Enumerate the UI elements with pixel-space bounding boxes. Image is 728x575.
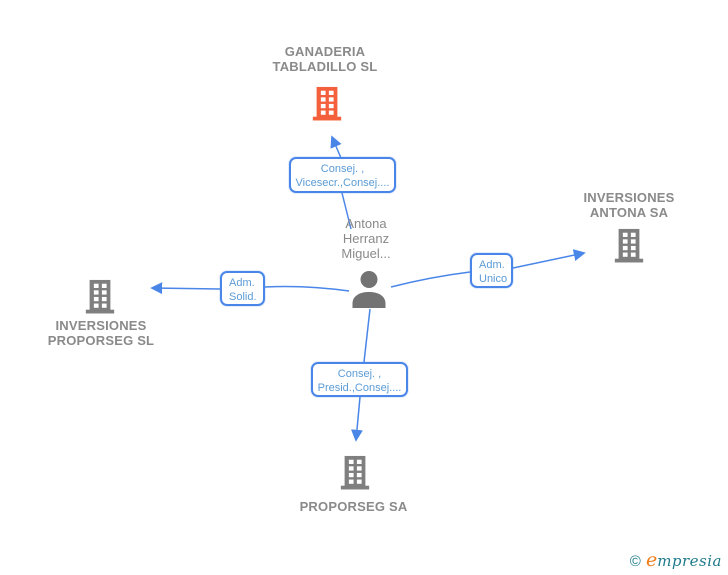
empresia-logo-initial: e bbox=[645, 549, 658, 571]
company-node-inversiones-proporseg[interactable] bbox=[83, 277, 117, 320]
edge-line-person-to-right-box bbox=[390, 271, 471, 288]
company-label-proporseg[interactable]: PROPORSEG SA bbox=[281, 499, 426, 514]
person-name-line: Miguel... bbox=[341, 246, 391, 261]
edge-arrow-right bbox=[512, 249, 586, 269]
edge-label-line: Adm. bbox=[479, 259, 505, 271]
empresia-logo-text: mpresia bbox=[657, 552, 722, 570]
edge-label-line: Presid.,Consej.... bbox=[317, 382, 402, 394]
building-icon-gray bbox=[83, 279, 117, 319]
company-label-line: PROPORSEG SA bbox=[299, 499, 408, 514]
person-label-antona-herranz-miguel[interactable]: Antona Herranz Miguel... bbox=[306, 216, 426, 261]
edge-arrow-top bbox=[330, 135, 342, 159]
person-name-line: Antona bbox=[345, 216, 387, 231]
company-node-ganaderia-tabladillo[interactable] bbox=[310, 84, 344, 127]
edge-label-line: Vicesecr.,Consej.... bbox=[295, 177, 390, 189]
edge-label-line: Consej. , bbox=[337, 368, 382, 380]
edge-arrow-bottom bbox=[350, 396, 363, 442]
copyright-mark: © bbox=[629, 553, 641, 570]
company-label-line: PROPORSEG SL bbox=[47, 333, 155, 348]
person-node-antona-herranz-miguel[interactable] bbox=[349, 270, 389, 313]
company-label-line: INVERSIONES bbox=[583, 190, 675, 205]
edge-label-line: Adm. bbox=[229, 277, 255, 289]
building-icon-gray bbox=[338, 455, 372, 495]
company-label-line: INVERSIONES bbox=[55, 318, 147, 333]
edge-label-right[interactable]: Adm. Unico bbox=[470, 253, 513, 288]
empresia-logo[interactable]: © empresia bbox=[630, 549, 722, 571]
company-label-ganaderia-tabladillo[interactable]: GANADERIA TABLADILLO SL bbox=[250, 44, 400, 74]
building-icon-orange bbox=[310, 86, 344, 126]
person-name-line: Herranz bbox=[342, 231, 390, 246]
company-label-inversiones-antona[interactable]: INVERSIONES ANTONA SA bbox=[553, 190, 705, 220]
person-icon bbox=[349, 271, 389, 312]
edge-label-line: Solid. bbox=[229, 291, 257, 303]
edge-label-line: Consej. , bbox=[320, 163, 365, 175]
edge-line-person-to-left-box bbox=[264, 285, 350, 292]
edge-line-person-to-bottom-box bbox=[363, 308, 371, 363]
edge-label-top[interactable]: Consej. , Vicesecr.,Consej.... bbox=[289, 157, 396, 193]
company-node-inversiones-antona[interactable] bbox=[612, 226, 646, 269]
building-icon-gray bbox=[612, 228, 646, 268]
edge-label-line: Unico bbox=[479, 273, 508, 285]
company-label-line: ANTONA SA bbox=[589, 205, 669, 220]
company-label-line: GANADERIA bbox=[284, 44, 366, 59]
company-label-line: TABLADILLO SL bbox=[272, 59, 378, 74]
edge-arrow-left bbox=[150, 282, 221, 295]
company-node-proporseg[interactable] bbox=[338, 453, 372, 496]
edge-label-bottom[interactable]: Consej. , Presid.,Consej.... bbox=[311, 362, 408, 397]
edge-label-left[interactable]: Adm. Solid. bbox=[220, 271, 265, 306]
company-label-inversiones-proporseg[interactable]: INVERSIONES PROPORSEG SL bbox=[25, 318, 177, 348]
